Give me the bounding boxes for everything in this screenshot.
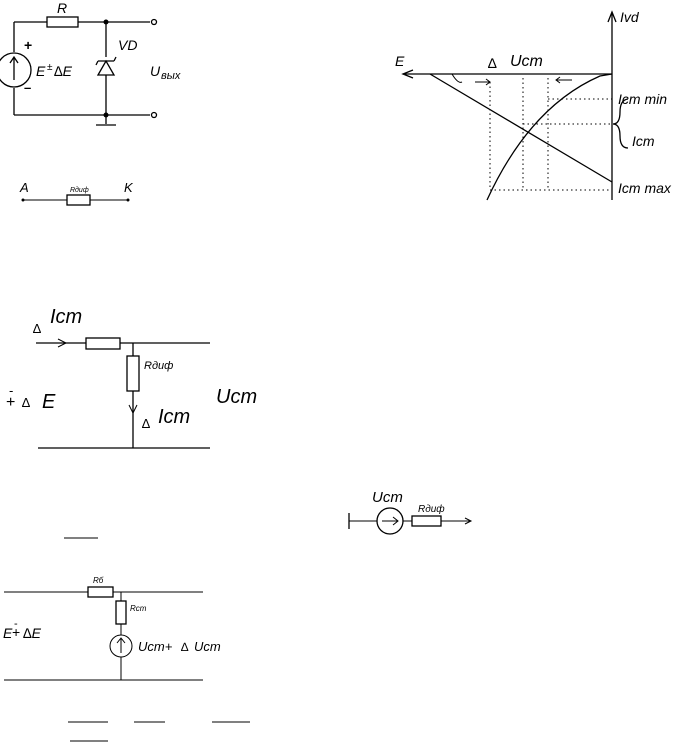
delta-arrow-right: [555, 76, 572, 84]
label-Rcm: Rcm: [130, 604, 147, 613]
label-pm: ±: [47, 62, 53, 73]
label-Rdif-2: Rдиф: [144, 360, 173, 372]
current-arrow-top: [57, 338, 68, 348]
source-3-circle-icon: [109, 634, 133, 658]
zener-diode-icon: [95, 56, 117, 76]
resistor-Rdif: [66, 194, 91, 206]
label-K: K: [124, 180, 134, 195]
label-E: E: [36, 63, 46, 79]
label-Icm-top: Icm: [50, 306, 82, 328]
axis-horizontal-arrow: [401, 69, 414, 79]
source-3-arrow-icon: [116, 637, 126, 653]
delta-arrow-left: [475, 78, 491, 86]
label-Ivd: Ivd: [620, 9, 640, 25]
label-delta-bottom: ∆: [142, 416, 150, 431]
resistor-Rcm: [115, 600, 127, 625]
label-minus: –: [24, 80, 31, 95]
zener-characteristic: Ivd E ∆ Ucm Icm min Icm Icm max: [395, 9, 672, 201]
brace-icon: [612, 98, 629, 149]
output-terminal-top: [150, 18, 158, 26]
source-model-end-arrow: [464, 517, 473, 525]
source-arrow-icon: [9, 55, 19, 80]
source-model-circle-icon: [376, 507, 404, 535]
label-Icm-bottom: Icm: [158, 406, 190, 428]
load-line: [429, 73, 613, 183]
label-Ucm-source: Ucm: [372, 489, 403, 506]
label-R: R: [57, 0, 67, 16]
label-Rdif-source: Rдиф: [418, 503, 445, 515]
angle-arc-icon: [451, 73, 463, 83]
terminal-K: [126, 198, 130, 202]
resistor-Rb: [87, 586, 114, 598]
label-Icm-min: Icm min: [618, 91, 667, 107]
label-E-axis: E: [395, 53, 405, 69]
small-signal-circuit: ∆ Icm Rдиф - + ∆ E ∆ Icm Ucm: [6, 306, 257, 449]
axis-vertical-arrow: [607, 10, 617, 23]
label-pm-top-3: -: [14, 618, 18, 630]
label-delta-top: ∆: [33, 321, 41, 336]
label-E-2: E: [42, 391, 56, 413]
label-delta: ∆: [488, 55, 497, 71]
label-bar: -: [9, 383, 13, 398]
label-delta-3: ∆: [181, 640, 189, 654]
source-model: Ucm Rдиф: [348, 489, 473, 535]
label-Icm: Icm: [632, 133, 655, 149]
label-delta-E-2: ∆: [22, 395, 30, 410]
label-Ucm-2: Ucm: [216, 386, 257, 408]
label-Ucm-expr: Ucm+: [138, 639, 173, 654]
equivalent-circuit-3: Rб Rcm E - + ∆E Ucm+ ∆ Ucm: [3, 576, 221, 681]
junction-top: [103, 19, 109, 25]
label-Icm-max: Icm max: [618, 180, 672, 196]
label-pm-3: +: [12, 624, 20, 640]
fraction-bars-bottom: [68, 721, 250, 742]
label-Uout: U: [150, 63, 161, 79]
label-delta-E-3: ∆E: [23, 625, 42, 641]
label-delta-E: ∆E: [54, 63, 73, 79]
label-Rb: Rб: [93, 576, 104, 585]
label-E-3: E: [3, 625, 13, 641]
source-model-arrow-icon: [382, 516, 399, 526]
resistor-Rdif-2: [126, 355, 140, 392]
label-A: A: [19, 180, 29, 195]
ground-icon: [96, 115, 116, 126]
output-terminal-bottom: [150, 111, 158, 119]
stabilizer-circuit: R VD + – E ± ∆E U вых: [0, 0, 181, 126]
label-pm-2: +: [6, 394, 15, 411]
resistor-series-2: [85, 337, 121, 350]
terminal-A: [21, 198, 25, 202]
label-Uout-sub: вых: [161, 70, 181, 82]
label-Ucm: Ucm: [510, 53, 543, 70]
resistor-R: [46, 16, 79, 28]
voltage-source-icon: [0, 52, 32, 88]
source-model-resistor: [411, 515, 442, 527]
label-plus: +: [24, 37, 32, 53]
label-Ucm-3: Ucm: [194, 639, 221, 654]
zener-curve: [486, 73, 613, 201]
current-arrow-branch: [128, 404, 138, 415]
label-Rdif: Rдиф: [70, 186, 89, 194]
equivalent-AK: A K Rдиф: [19, 180, 134, 206]
label-VD: VD: [118, 37, 137, 53]
